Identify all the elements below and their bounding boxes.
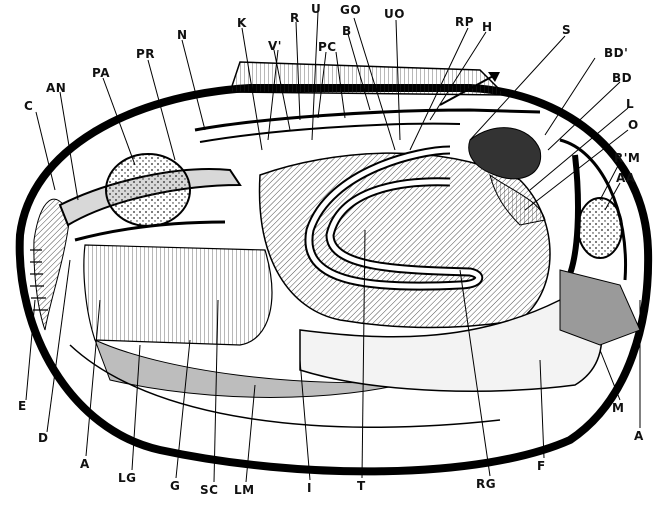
label-pc: PC: [318, 41, 337, 53]
label-b: B: [342, 25, 352, 37]
label-rm: R'M: [614, 152, 640, 164]
label-a-right: A: [634, 430, 644, 442]
label-f: F: [537, 460, 546, 472]
label-g: G: [170, 480, 180, 492]
label-rg: RG: [476, 478, 496, 490]
label-lm: LM: [234, 484, 255, 496]
label-m: M: [612, 402, 624, 414]
label-r: R: [290, 12, 300, 24]
label-pa: PA: [92, 67, 110, 79]
label-l: L: [626, 98, 634, 110]
label-d: D: [38, 432, 48, 444]
label-go: GO: [340, 4, 361, 16]
label-bd-prime: BD': [604, 47, 628, 59]
label-k: K: [237, 17, 247, 29]
label-s: S: [562, 24, 571, 36]
label-an: AN: [46, 82, 66, 94]
label-sc: SC: [200, 484, 218, 496]
label-e: E: [18, 400, 27, 412]
label-lg: LG: [118, 472, 137, 484]
label-v: V': [268, 40, 282, 52]
visceral-mass: [260, 153, 550, 327]
posterior-adductor: [106, 154, 190, 226]
label-n: N: [177, 29, 188, 41]
label-o: O: [628, 119, 639, 131]
anterior-adductor: [578, 198, 622, 258]
label-c: C: [24, 100, 33, 112]
label-a-left: A: [80, 458, 90, 470]
label-u: U: [311, 3, 321, 15]
label-aa: AA: [616, 172, 636, 184]
gill-region: [84, 245, 272, 345]
label-uo: UO: [384, 8, 405, 20]
label-i: I: [307, 482, 312, 494]
label-bd: BD: [612, 72, 632, 84]
label-rp: RP: [455, 16, 474, 28]
label-h: H: [482, 21, 493, 33]
label-pr: PR: [136, 48, 155, 60]
label-t: T: [357, 480, 366, 492]
